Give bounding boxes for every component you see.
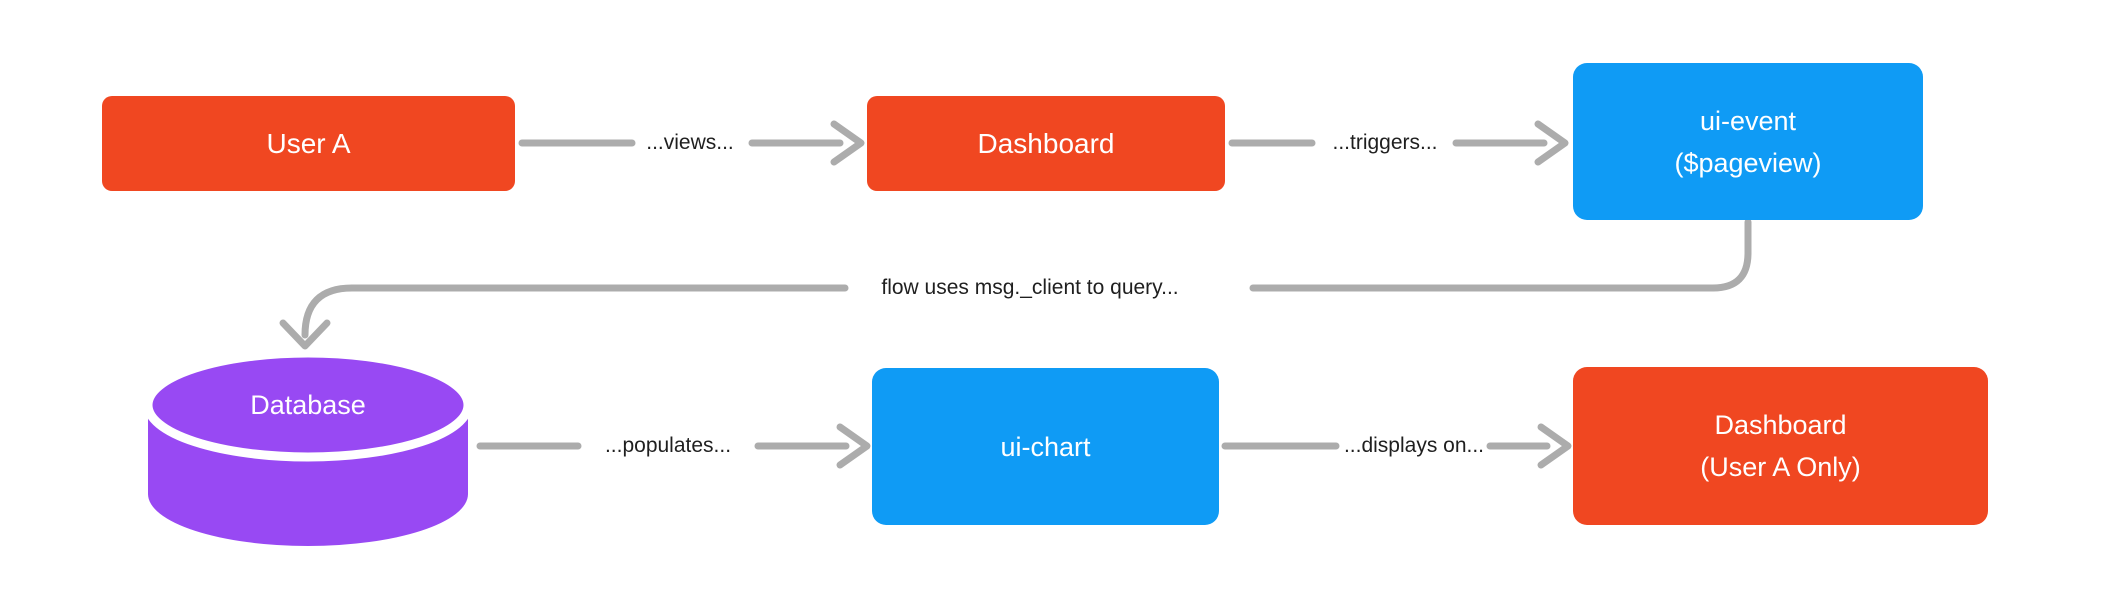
node-ui-chart-label: ui-chart bbox=[1000, 431, 1091, 462]
database-cylinder-top bbox=[143, 348, 473, 462]
node-user-a: User A bbox=[102, 96, 515, 191]
node-dashboard-user-a-only: Dashboard (User A Only) bbox=[1573, 367, 1988, 525]
triggers-arrowhead-icon bbox=[1534, 120, 1569, 166]
views-arrowhead-icon bbox=[830, 120, 865, 166]
edge-label-populates: ...populates... bbox=[604, 434, 732, 457]
node-database-label: Database bbox=[250, 390, 366, 420]
populates-arrowhead-icon bbox=[836, 423, 871, 469]
displays-arrowhead-icon bbox=[1537, 423, 1572, 469]
node-user-a-label: User A bbox=[266, 127, 351, 159]
node-dashboard-label: Dashboard bbox=[977, 127, 1115, 159]
edges-group bbox=[279, 120, 1752, 469]
node-dashboard: Dashboard bbox=[867, 96, 1225, 191]
edge-label-views: ...views... bbox=[646, 131, 734, 154]
node-ui-event-label-line2: ($pageview) bbox=[1674, 147, 1822, 178]
node-ui-event: ui-event ($pageview) bbox=[1573, 63, 1923, 220]
node-dashboard-user-a-only-label-line2: (User A Only) bbox=[1700, 452, 1861, 482]
node-ui-event-label-line1: ui-event bbox=[1699, 105, 1797, 136]
node-dashboard-user-a-only-label-line1: Dashboard bbox=[1714, 410, 1847, 440]
node-ui-chart: ui-chart bbox=[872, 368, 1219, 525]
edge-label-query: flow uses msg._client to query... bbox=[881, 276, 1179, 299]
query-line-right bbox=[1249, 218, 1752, 292]
query-line-left bbox=[301, 284, 849, 339]
database-cylinder bbox=[143, 348, 473, 546]
edge-label-triggers: ...triggers... bbox=[1332, 131, 1438, 154]
query-arrowhead-icon bbox=[279, 319, 331, 350]
edge-label-displays-on: ...displays on... bbox=[1343, 434, 1485, 457]
